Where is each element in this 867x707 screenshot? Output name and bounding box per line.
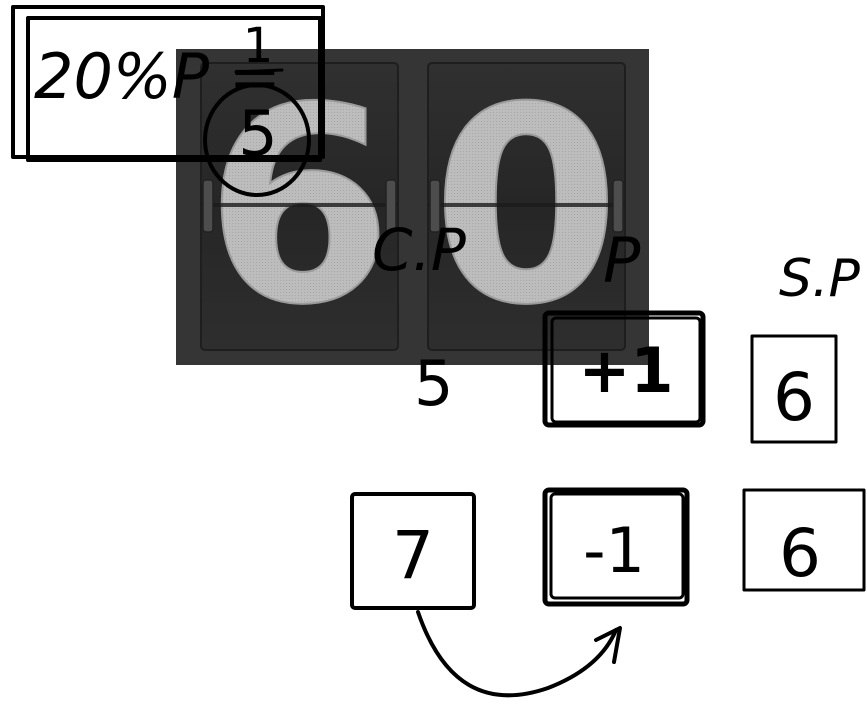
flip-card-left: 6 (200, 48, 399, 365)
box-six-bottom-text: 6 (779, 515, 821, 592)
denominator-circle (203, 83, 311, 197)
hinge-right-a (429, 179, 441, 233)
fraction-bar (234, 68, 284, 74)
box-seven-text: 7 (392, 517, 434, 594)
cp-label: C.P (372, 216, 466, 284)
sp-label: S.P (779, 249, 861, 309)
five-label: 5 (414, 347, 453, 420)
hinge-left-b (385, 179, 397, 233)
curved-arrow (416, 610, 622, 698)
p-label: P (603, 224, 641, 297)
fraction-numerator: 1 (243, 18, 274, 74)
fraction-box-outer (11, 5, 325, 159)
fraction-box-inner (26, 16, 322, 162)
hinge-left-a (202, 179, 214, 233)
fraction-annotation: 20%P = 1 5 (11, 5, 325, 197)
fraction-label: 20%P = (34, 40, 281, 113)
box-seven: 7 (350, 492, 476, 610)
box-minus-one: -1 (542, 487, 690, 607)
box-plus-one-text: +1 (578, 334, 673, 407)
box-plus-one: +1 (542, 310, 706, 428)
box-six-bottom: 6 (742, 488, 866, 592)
box-six-top: 6 (750, 334, 838, 444)
fraction-denominator: 5 (238, 97, 277, 170)
box-six-top-text: 6 (773, 359, 815, 436)
flip-clock-image: 6 0 (176, 48, 649, 365)
box-minus-one-text: -1 (583, 514, 645, 587)
hinge-right-b (612, 179, 624, 233)
